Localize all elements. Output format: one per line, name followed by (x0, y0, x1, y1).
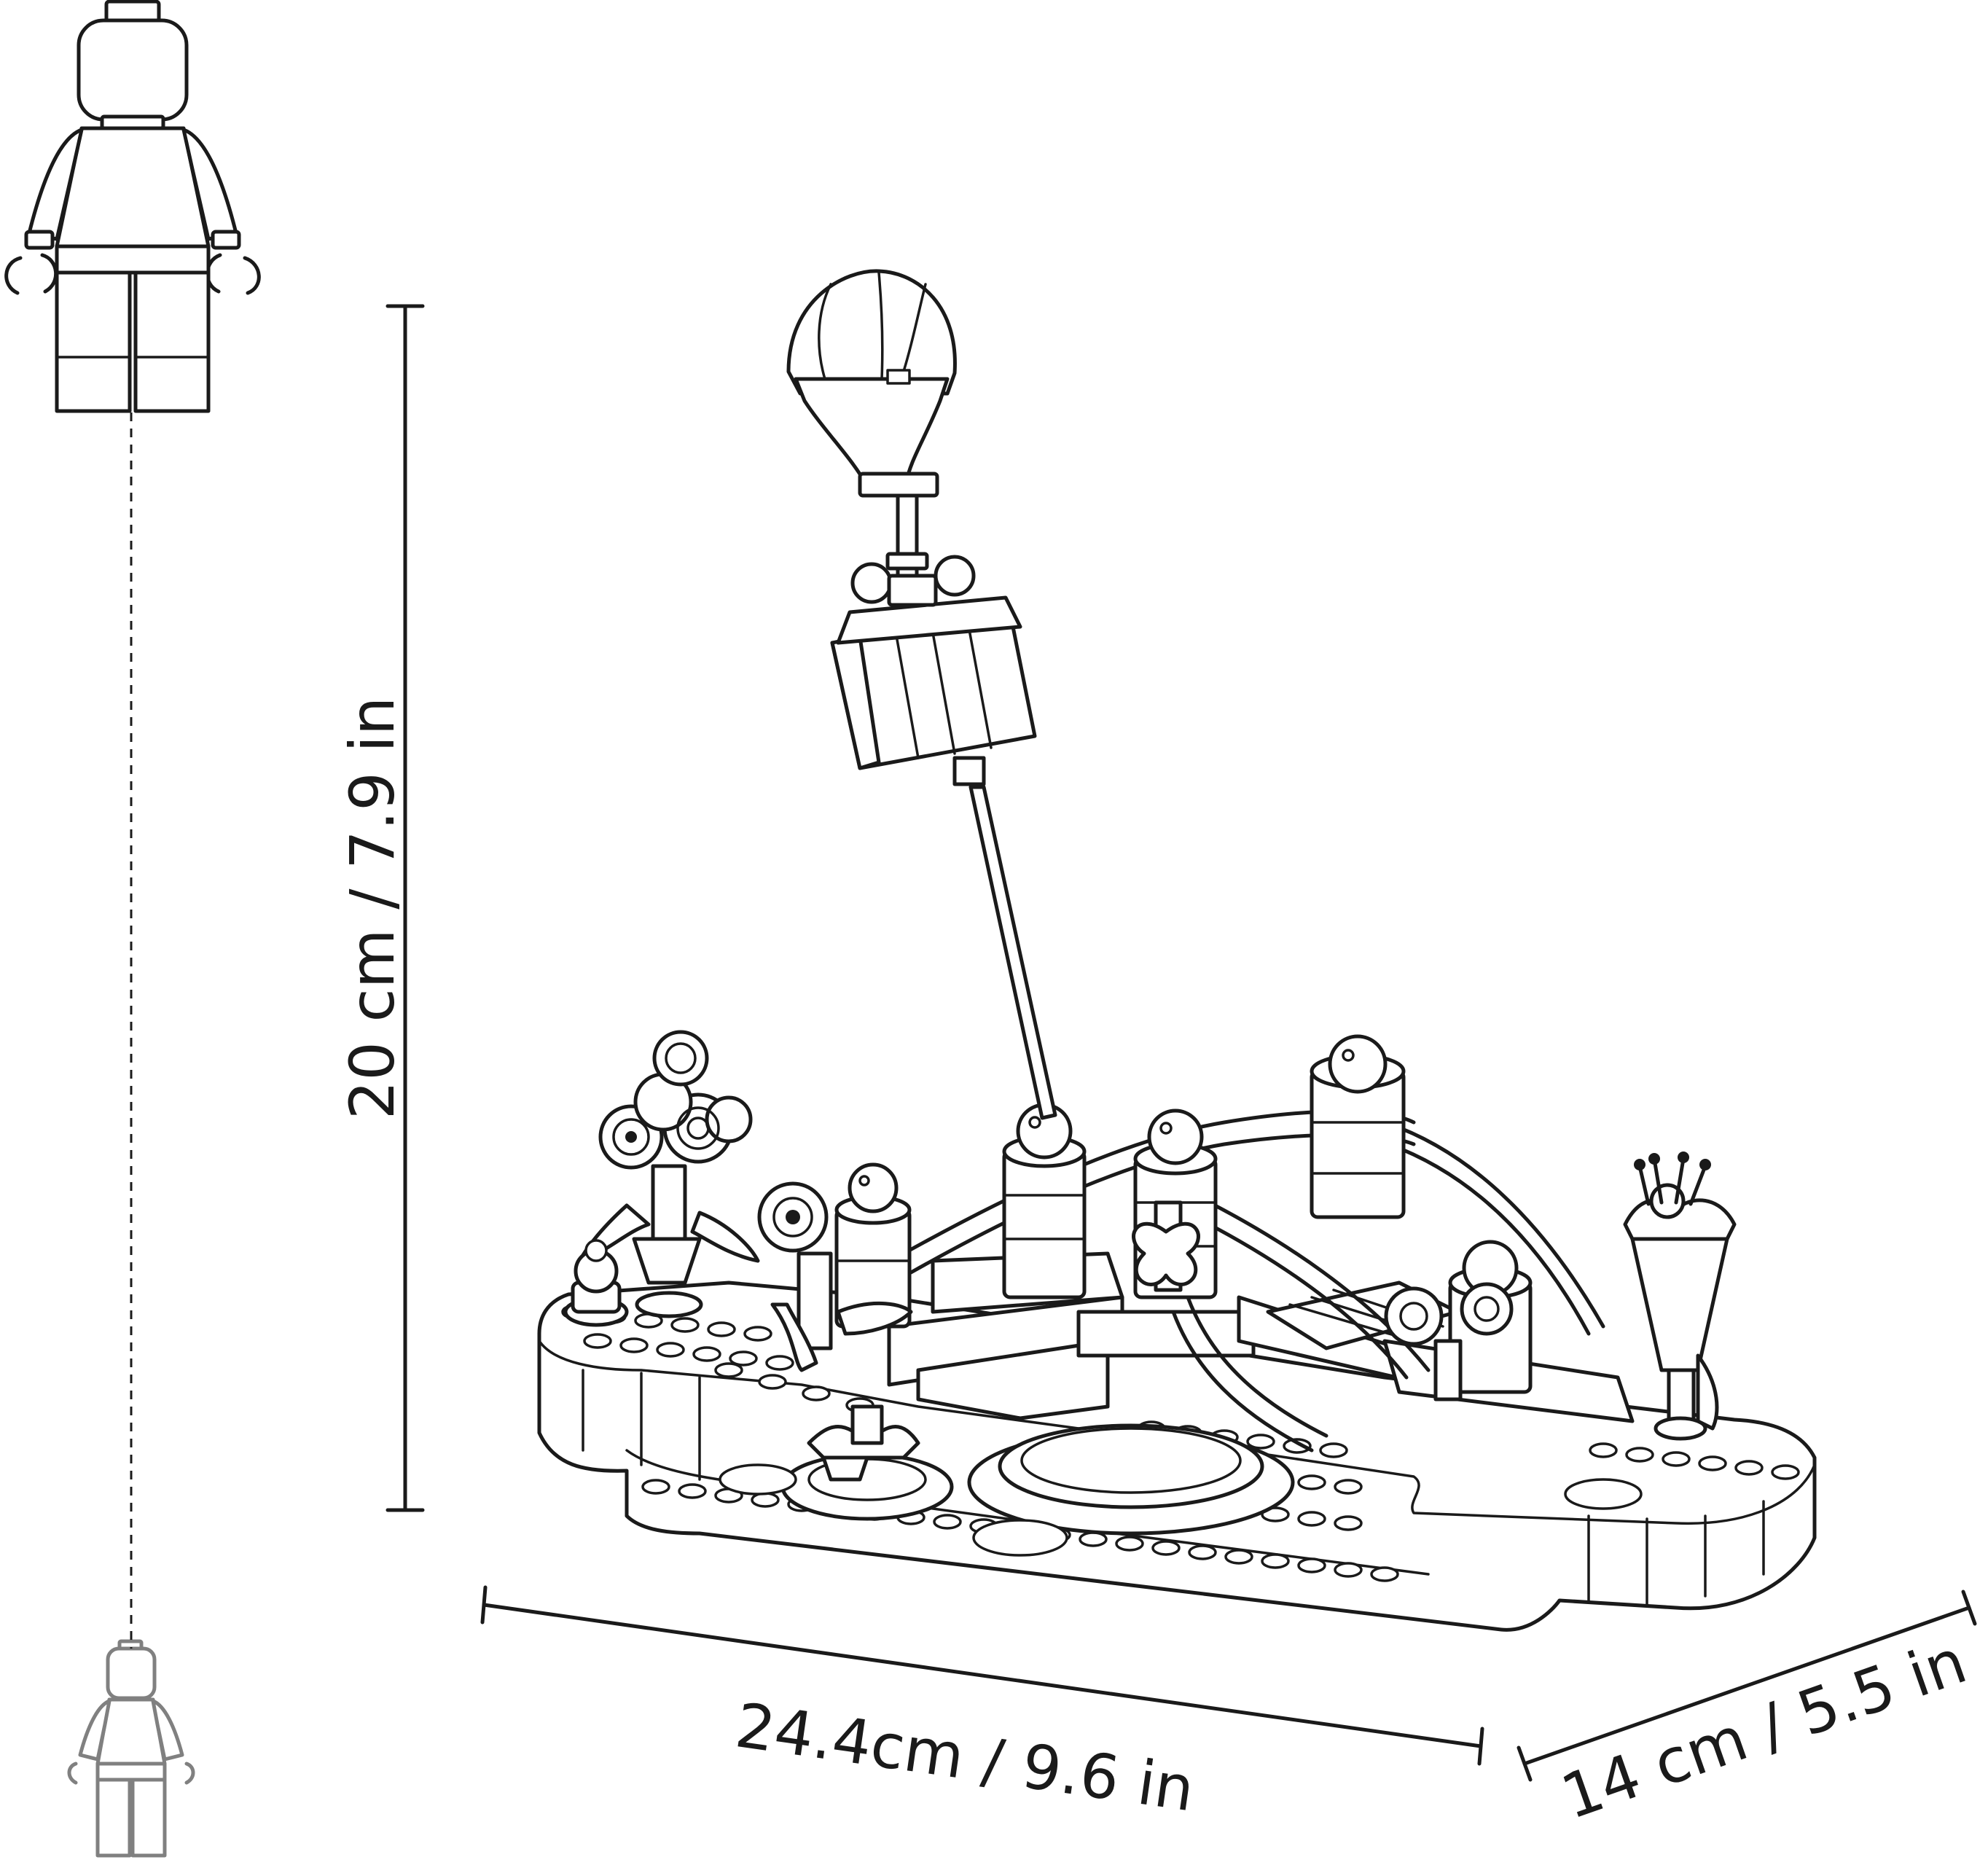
small-minifigure-icon (67, 1639, 195, 1858)
flower-cluster-right (1384, 1282, 1514, 1401)
studs (561, 1304, 1800, 1582)
lego-model-illustration (537, 269, 1817, 1632)
butterfly-piece (1132, 1200, 1200, 1292)
post-left (834, 1162, 912, 1329)
height-label: 20 cm / 7.9 in (337, 697, 408, 1119)
round-center-plate (719, 1423, 1643, 1557)
large-minifigure-icon (4, 0, 261, 413)
lotus-piece-front (807, 1404, 920, 1482)
vase-flower-right (1623, 1152, 1737, 1441)
height-dimension-line (386, 304, 425, 1512)
flower-small-left (757, 1181, 913, 1372)
gift-box (830, 555, 1037, 786)
cupcake-piece (563, 1239, 629, 1327)
width-dimension-line (480, 1585, 1484, 1766)
depth-label: 14 cm / 5.5 in (1552, 1625, 1975, 1833)
post-center-left (1002, 1103, 1087, 1299)
tall-pole (968, 785, 1057, 1120)
width-label: 24.4cm / 9.6 in (732, 1689, 1199, 1825)
balloon (786, 269, 957, 498)
post-right (1310, 1034, 1406, 1219)
balloon-stem (885, 493, 929, 578)
depth-dimension-line (1517, 1590, 1977, 1782)
